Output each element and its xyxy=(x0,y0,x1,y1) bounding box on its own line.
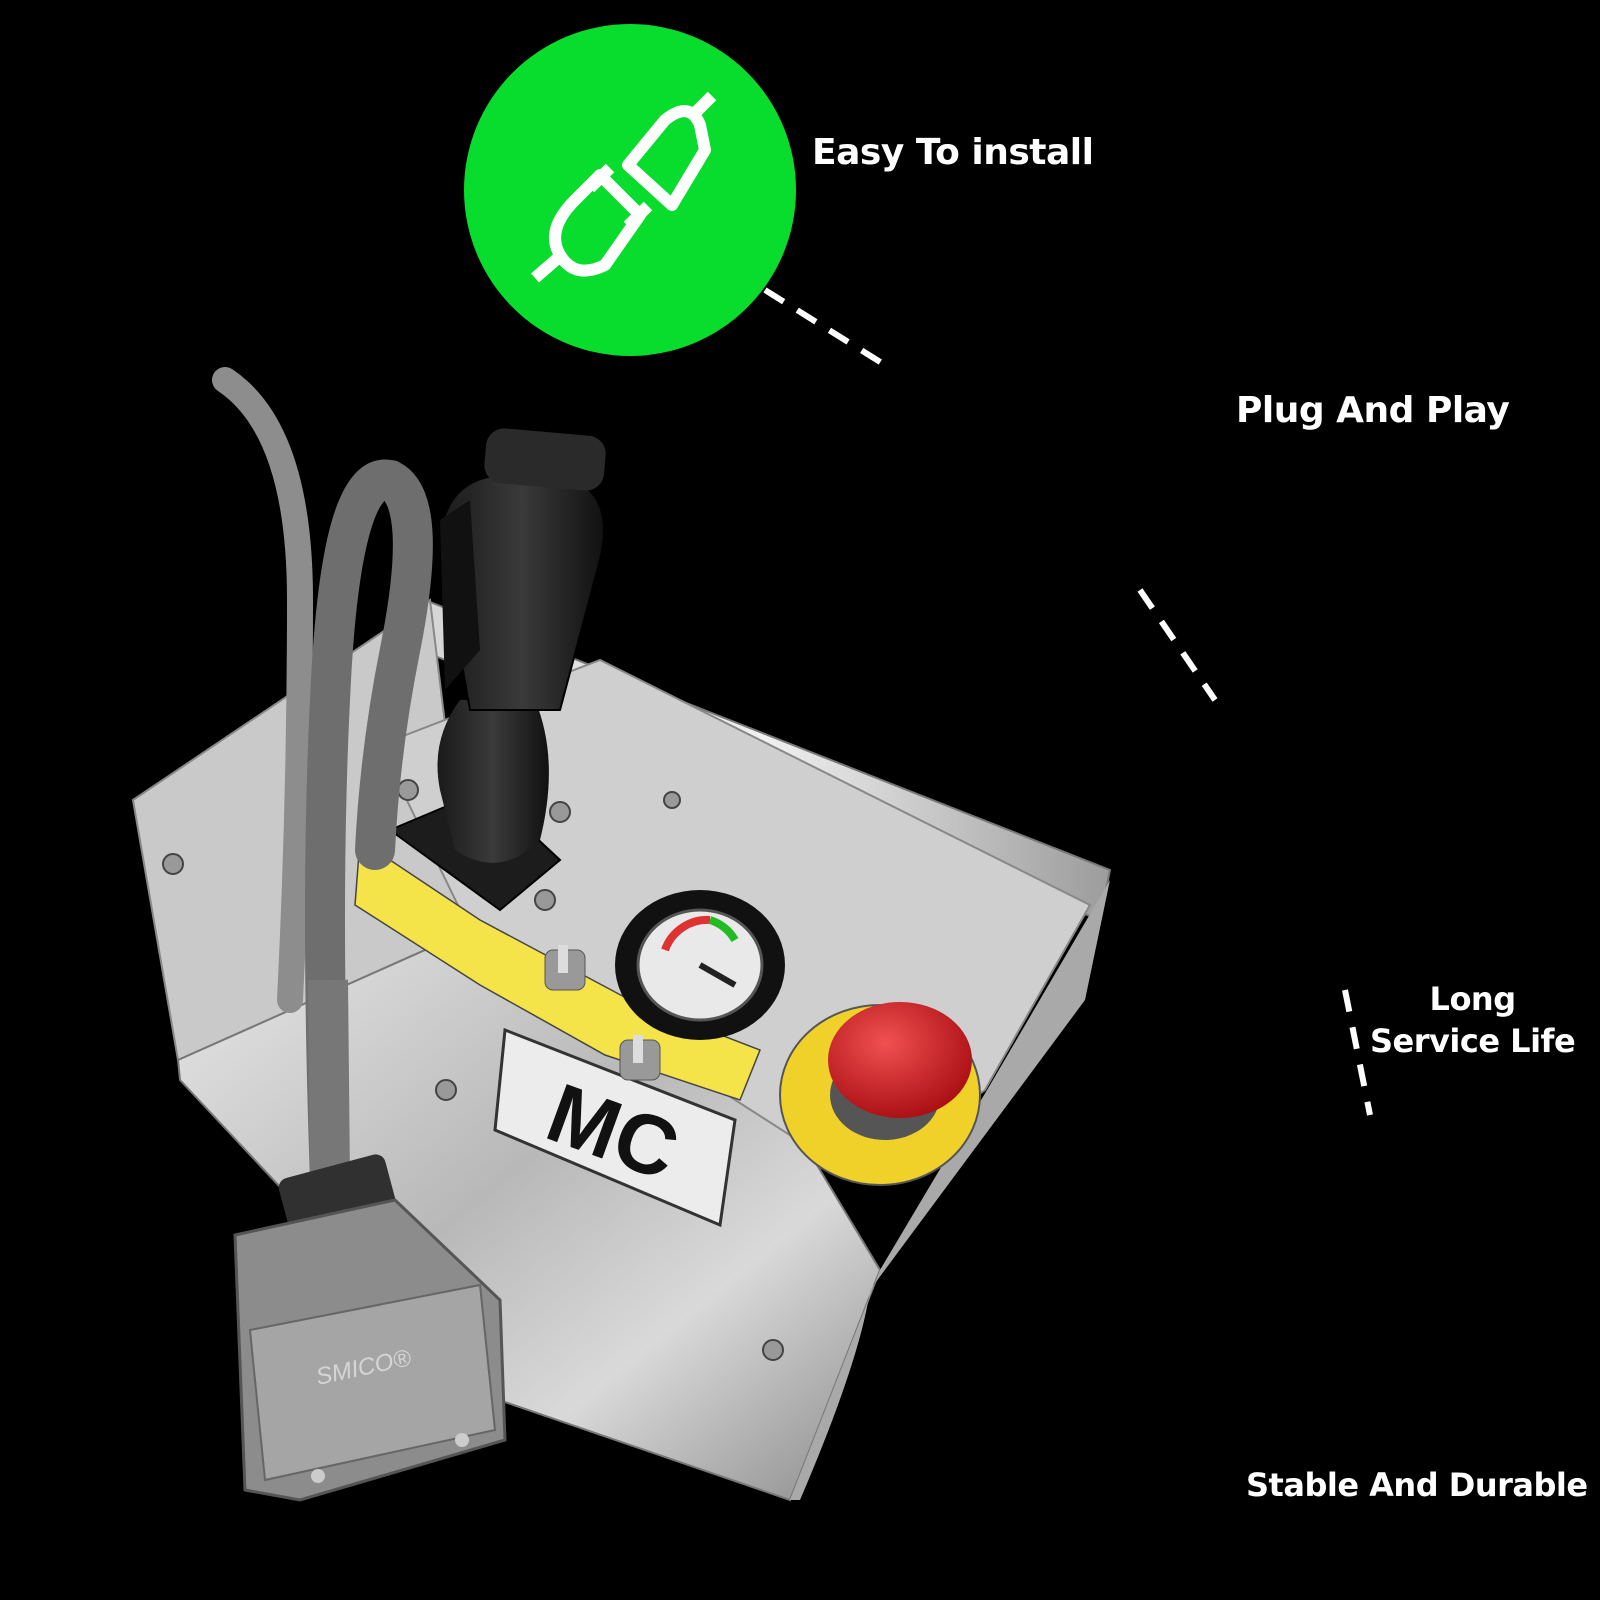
joystick-boot xyxy=(437,700,549,863)
feature-label-line-1: Long xyxy=(1429,980,1517,1018)
joystick-trigger xyxy=(440,500,480,690)
joystick-cap xyxy=(484,428,606,491)
feature-label-line-2: Service Life xyxy=(1370,1022,1576,1060)
steel-cable xyxy=(212,367,314,1013)
dashed-connectors xyxy=(763,287,1373,1116)
grey-cable xyxy=(305,459,433,1200)
feature-label-easy-install: Easy To install xyxy=(812,132,1094,173)
connector-3-4 xyxy=(1342,989,1373,1116)
grey-cable-lower xyxy=(308,979,350,1181)
feature-label-long-service-life: Long Service Life xyxy=(1370,978,1576,1062)
feature-label-plug-and-play: Plug And Play xyxy=(1236,390,1510,431)
feature-easy-install xyxy=(464,24,796,356)
connector-1-2 xyxy=(763,287,887,368)
emergency-stop-button xyxy=(779,1002,981,1186)
panel-side-plate xyxy=(790,880,1110,1500)
pressure-gauge xyxy=(615,890,785,1040)
product-image: MC xyxy=(131,367,1112,1502)
toggle-switches xyxy=(544,945,661,1081)
feature-label-stable-durable: Stable And Durable xyxy=(1246,1466,1588,1504)
connector-housing: SMICO® xyxy=(233,1198,507,1502)
plug-icon xyxy=(531,91,717,283)
connector-2-3 xyxy=(1137,588,1218,702)
feature-circle-1 xyxy=(464,24,796,356)
